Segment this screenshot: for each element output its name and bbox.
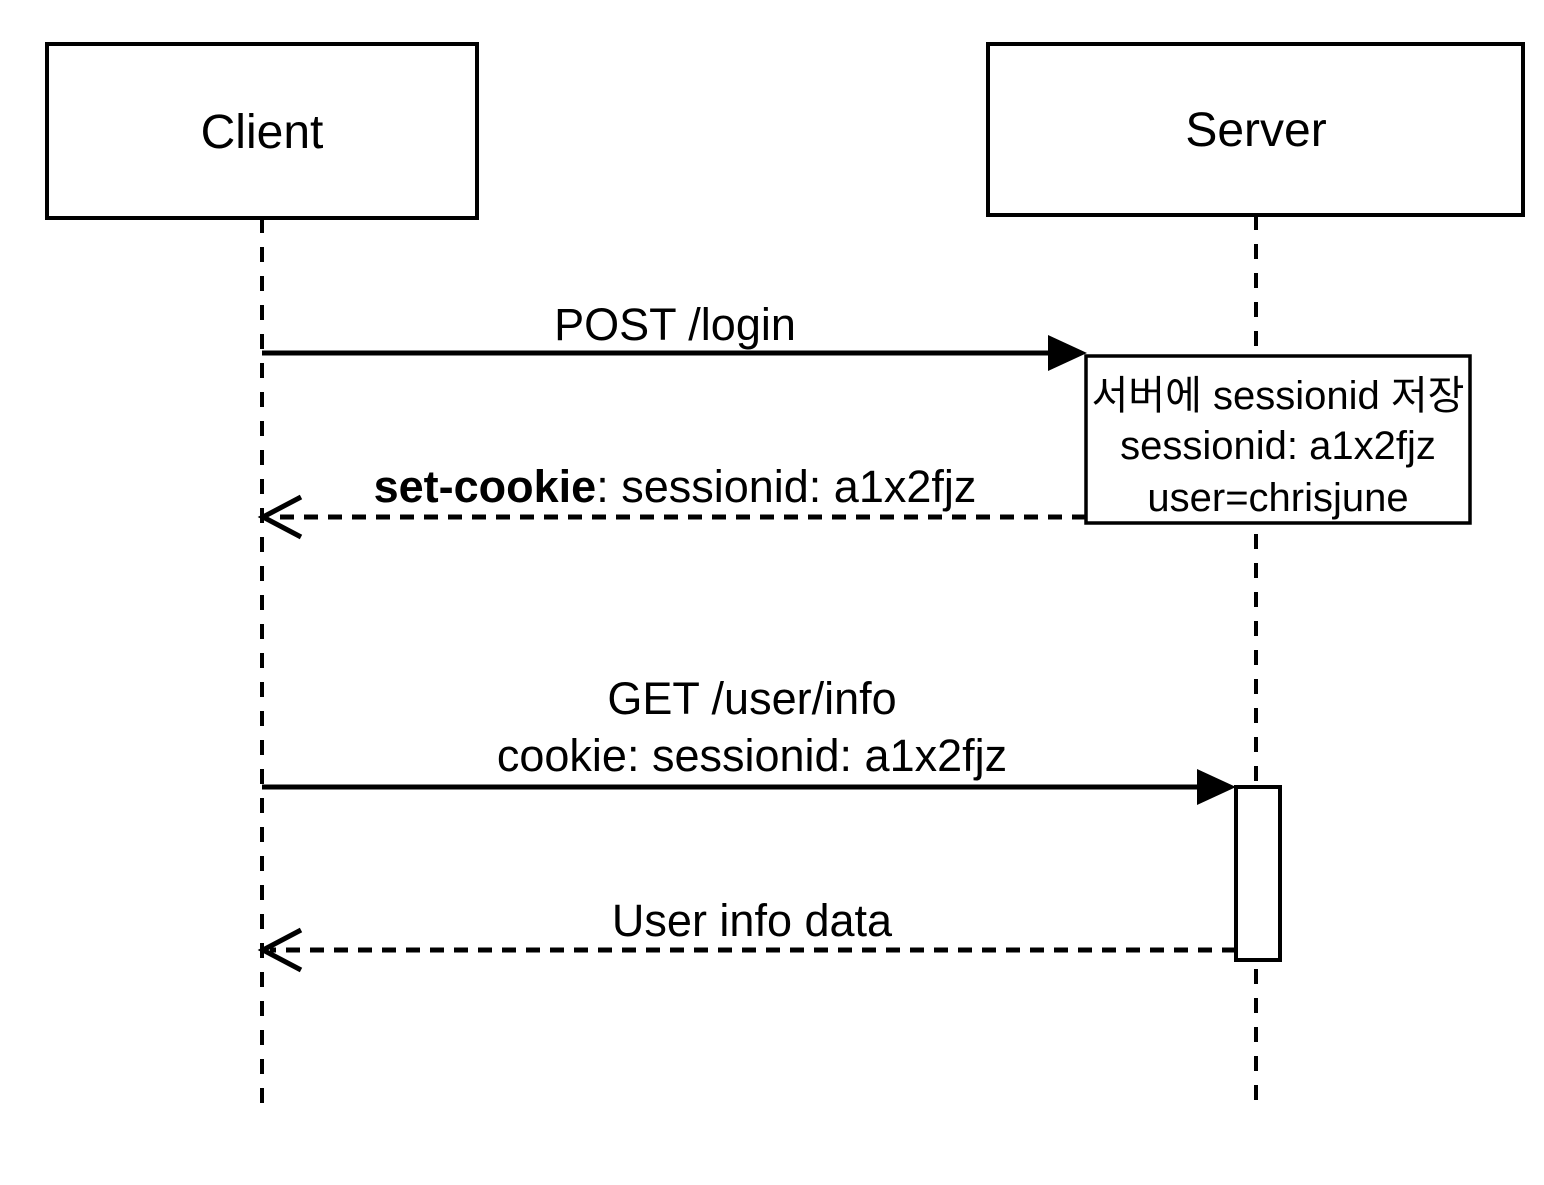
message-user-info-data: User info data [257, 895, 1236, 973]
server-note: 서버에 sessionid 저장 sessionid: a1x2fjz user… [1084, 354, 1472, 525]
client-actor-label: Client [201, 106, 324, 159]
arrowhead-open-icon [257, 927, 303, 973]
message-user-info-data-label: User info data [612, 895, 893, 946]
message-set-cookie-label-bold: set-cookie [374, 461, 597, 512]
message-set-cookie-label: set-cookie: sessionid: a1x2fjz [374, 461, 977, 512]
arrowhead-filled-icon [1197, 769, 1236, 805]
arrowhead-open-icon [257, 494, 303, 540]
server-actor-label: Server [1185, 104, 1326, 157]
message-get-user-info-label-line2: cookie: sessionid: a1x2fjz [497, 730, 1007, 781]
actor-client: Client [45, 42, 479, 220]
client-actor-box [45, 42, 479, 220]
message-post-login-label: POST /login [554, 299, 796, 350]
message-set-cookie: set-cookie: sessionid: a1x2fjz [257, 461, 1086, 540]
message-get-user-info-label-line1: GET /user/info [607, 673, 896, 724]
message-get-user-info: GET /user/info cookie: sessionid: a1x2fj… [262, 673, 1236, 805]
server-note-line1: 서버에 sessionid 저장 [1092, 374, 1465, 418]
actor-server: Server [986, 42, 1525, 217]
server-activation-bar [1234, 785, 1282, 962]
server-note-line3: user=chrisjune [1147, 476, 1408, 520]
server-actor-box [986, 42, 1525, 217]
message-set-cookie-label-regular: : sessionid: a1x2fjz [596, 461, 976, 512]
message-post-login: POST /login [262, 299, 1087, 371]
arrowhead-filled-icon [1048, 335, 1087, 371]
server-note-box [1084, 354, 1472, 525]
server-note-line2: sessionid: a1x2fjz [1120, 424, 1436, 468]
